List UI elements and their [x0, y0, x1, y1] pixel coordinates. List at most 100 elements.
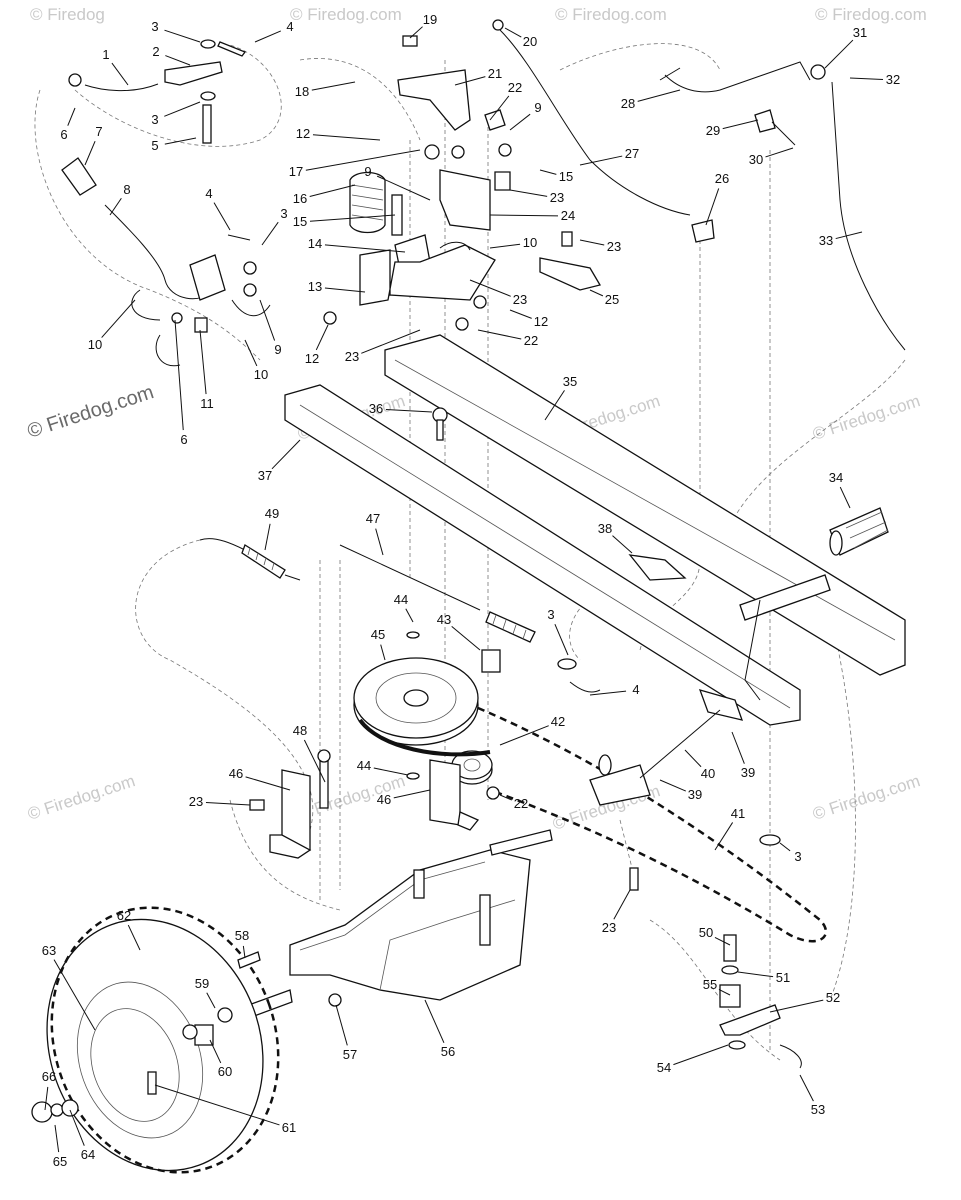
callout-label-6: 6: [60, 127, 67, 142]
callout-leader-52: [769, 999, 824, 1013]
callout-label-58: 58: [235, 928, 249, 943]
callout-leader-4: [589, 690, 627, 696]
callout-leader-3: [779, 842, 791, 852]
callout-label-21: 21: [488, 66, 502, 81]
callout-leader-13: [324, 287, 366, 293]
watermark-top-right-2: © Firedog.com: [815, 5, 927, 24]
callout-label-15: 15: [293, 214, 307, 229]
callout-leader-50: [714, 937, 731, 946]
callout-label-41: 41: [731, 806, 745, 821]
callout-label-63: 63: [42, 943, 56, 958]
callout-label-22: 22: [514, 796, 528, 811]
callout-leader-53: [799, 1074, 814, 1102]
callout-label-10: 10: [523, 235, 537, 250]
center-bracket-assembly: [323, 35, 602, 331]
frame-rails: [284, 334, 906, 726]
callout-leader-63: [53, 959, 96, 1031]
callout-label-1: 1: [102, 47, 109, 62]
callout-label-33: 33: [819, 233, 833, 248]
callout-leader-12: [312, 134, 381, 141]
transaxle: [234, 829, 553, 1023]
callout-label-61: 61: [282, 1120, 296, 1135]
callout-leader-9: [509, 113, 531, 131]
callout-leader-43: [451, 626, 481, 651]
callout-label-39: 39: [741, 765, 755, 780]
callout-leader-62: [127, 924, 141, 951]
callout-label-15: 15: [559, 169, 573, 184]
callout-label-55: 55: [703, 977, 717, 992]
callout-leader-23: [205, 802, 251, 806]
callout-label-17: 17: [289, 164, 303, 179]
callout-label-12: 12: [305, 351, 319, 366]
callout-label-23: 23: [550, 190, 564, 205]
watermark-top-right-1: © Firedog.com: [555, 5, 667, 24]
callout-leader-35: [544, 390, 565, 421]
callout-label-52: 52: [826, 990, 840, 1005]
callout-label-22: 22: [524, 333, 538, 348]
callout-label-46: 46: [229, 766, 243, 781]
callout-leader-34: [839, 486, 851, 509]
callout-leader-57: [335, 1004, 348, 1046]
watermark-mid-2: © Firedog.com: [810, 391, 922, 444]
callout-label-43: 43: [437, 612, 451, 627]
callout-label-11: 11: [200, 396, 214, 411]
callout-leader-23: [509, 189, 548, 197]
callout-leader-47: [375, 528, 384, 556]
callout-label-27: 27: [625, 146, 639, 161]
callout-leader-16: [309, 184, 356, 198]
callout-leader-23: [361, 329, 421, 354]
callout-leader-18: [311, 81, 356, 91]
callout-label-60: 60: [218, 1064, 232, 1079]
callout-leader-24: [489, 214, 559, 217]
callout-leader-44: [405, 608, 414, 623]
callout-leader-55: [718, 989, 731, 996]
callout-label-66: 66: [42, 1069, 56, 1084]
callout-leader-10: [244, 339, 258, 367]
callout-label-44: 44: [394, 592, 408, 607]
callout-leader-6: [67, 107, 76, 126]
callout-leader-48: [303, 739, 326, 783]
callout-leader-17: [305, 149, 421, 171]
callout-label-23: 23: [602, 920, 616, 935]
callout-label-22: 22: [508, 80, 522, 95]
callout-label-4: 4: [205, 186, 212, 201]
callout-leader-6: [174, 319, 184, 431]
callout-label-23: 23: [513, 292, 527, 307]
callout-leader-15: [309, 214, 396, 222]
callout-leader-29: [722, 119, 759, 130]
callout-label-20: 20: [523, 34, 537, 49]
callout-label-34: 34: [829, 470, 843, 485]
pulley-belt-assembly: [353, 657, 827, 943]
callout-label-59: 59: [195, 976, 209, 991]
callout-leader-9: [376, 175, 431, 201]
callout-leader-32: [849, 77, 884, 81]
callout-label-31: 31: [853, 25, 867, 40]
callout-leader-39: [731, 731, 745, 764]
springs-cables: [199, 538, 601, 693]
callout-leader-3: [554, 624, 569, 656]
callout-label-47: 47: [366, 511, 380, 526]
callout-leader-15: [539, 169, 557, 175]
callout-leader-58: [242, 945, 246, 959]
callout-label-39: 39: [688, 787, 702, 802]
callout-label-23: 23: [189, 794, 203, 809]
callout-label-6: 6: [180, 432, 187, 447]
callout-leader-7: [84, 141, 96, 166]
callout-leader-4: [254, 30, 282, 43]
callout-leader-27: [579, 155, 623, 166]
watermark-low-1: © Firedog.com: [25, 771, 137, 824]
callout-leader-31: [824, 39, 854, 69]
callout-label-3: 3: [151, 19, 158, 34]
callout-label-3: 3: [280, 206, 287, 221]
callout-leader-19: [409, 26, 423, 39]
callout-leader-41: [714, 822, 734, 851]
callout-label-36: 36: [369, 401, 383, 416]
callout-label-42: 42: [551, 714, 565, 729]
callout-label-65: 65: [53, 1154, 67, 1169]
watermark-top-left: © Firedog: [30, 5, 105, 24]
right-rod-assembly: [492, 19, 906, 556]
callout-label-12: 12: [534, 314, 548, 329]
callout-label-30: 30: [749, 152, 763, 167]
callout-leader-56: [424, 999, 445, 1044]
